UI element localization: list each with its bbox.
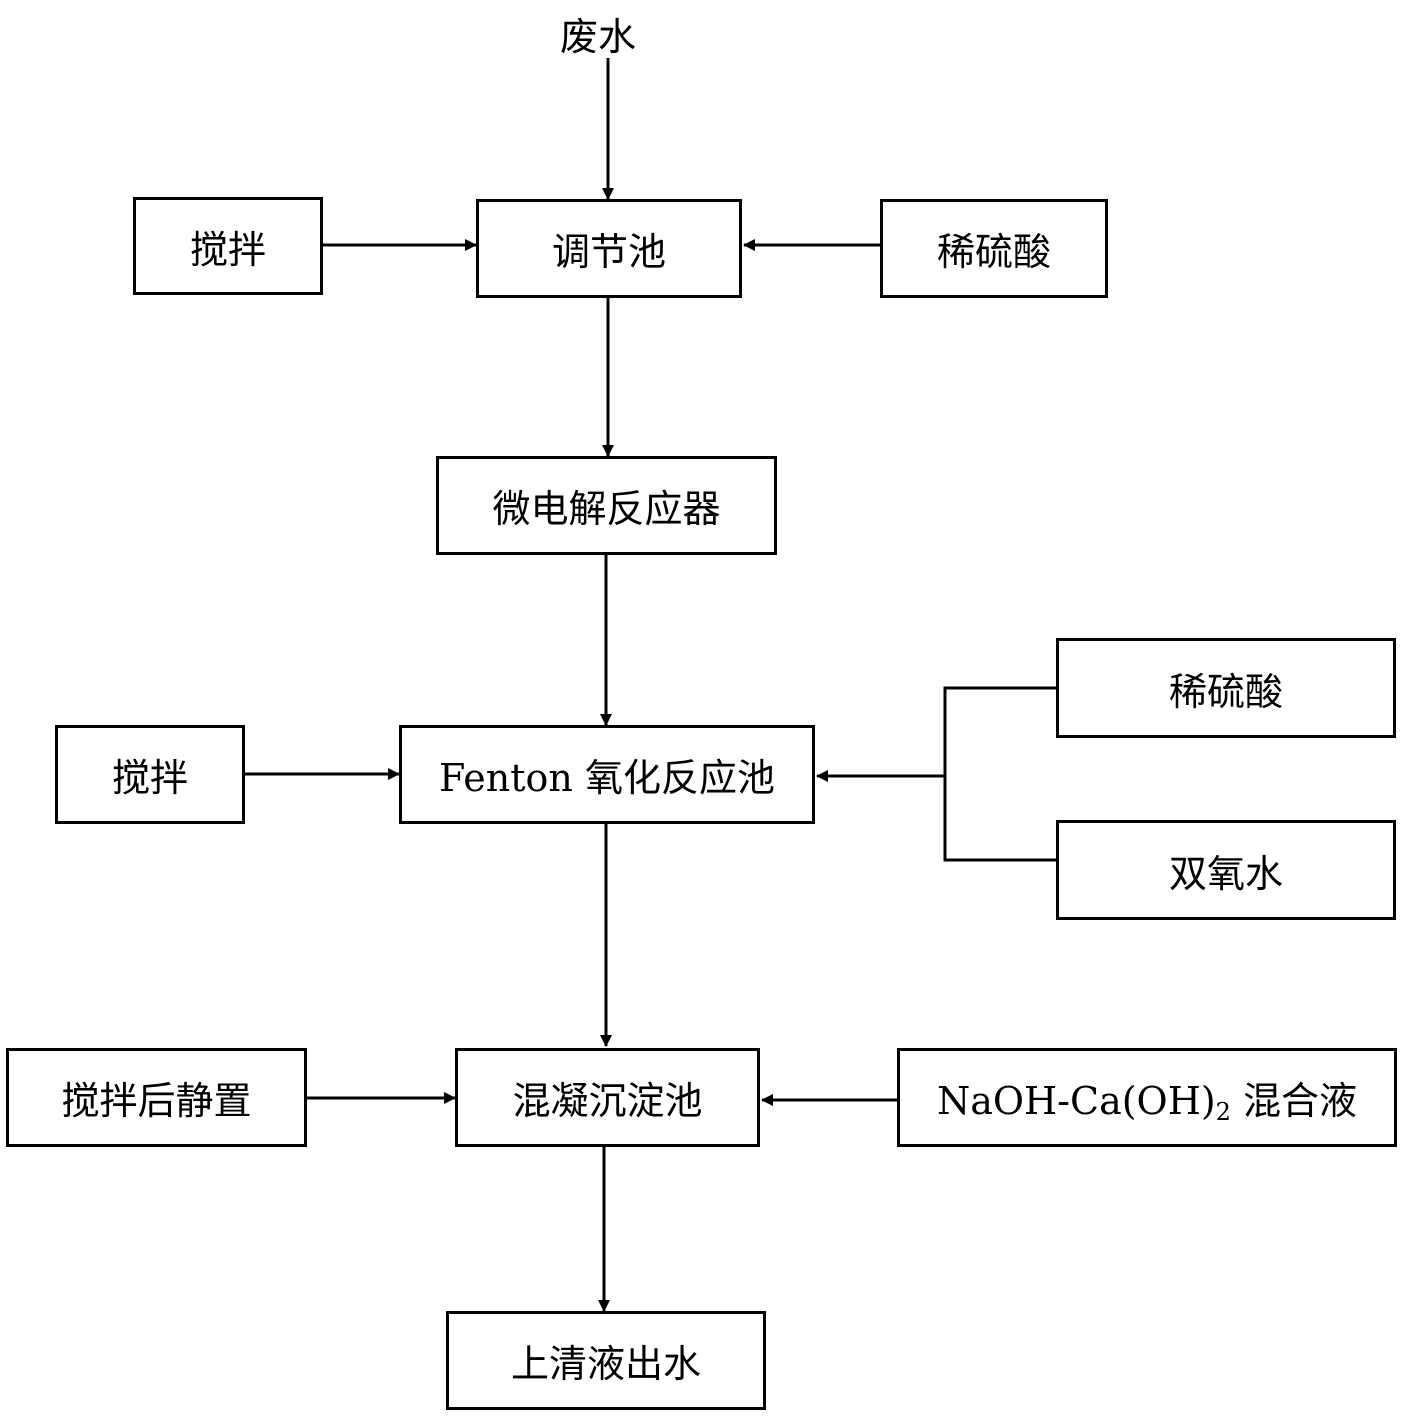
coagulation-tank-label: 混凝沉淀池 [512, 1079, 703, 1123]
coagulation-tank-box: 混凝沉淀池 [455, 1048, 760, 1147]
stir-box-2: 搅拌 [55, 725, 245, 824]
stir-settle-label: 搅拌后静置 [61, 1079, 252, 1123]
supernatant-effluent-box: 上清液出水 [446, 1311, 766, 1410]
micro-electrolysis-box: 微电解反应器 [436, 456, 777, 555]
dilute-acid-box-1: 稀硫酸 [880, 199, 1108, 298]
fenton-tank-box: Fenton 氧化反应池 [399, 725, 815, 824]
dilute-acid-label-2: 稀硫酸 [1168, 669, 1283, 714]
hydrogen-peroxide-box: 双氧水 [1056, 820, 1396, 920]
hydrogen-peroxide-label: 双氧水 [1168, 851, 1283, 896]
bracket-acid2-peroxide [943, 686, 1058, 862]
mixed-solution-box: NaOH-Ca(OH)2 混合液 [897, 1048, 1397, 1147]
stir-box-1: 搅拌 [133, 197, 323, 295]
mixed-solution-subscript: 2 [1215, 1097, 1231, 1126]
mixed-solution-suffix: 混合液 [1230, 1078, 1358, 1123]
wastewater-label: 废水 [560, 15, 637, 59]
mixed-solution-prefix: NaOH-Ca(OH) [936, 1078, 1216, 1123]
micro-electrolysis-label: 微电解反应器 [492, 487, 721, 531]
dilute-acid-label-1: 稀硫酸 [936, 230, 1051, 274]
fenton-tank-label: Fenton 氧化反应池 [439, 756, 775, 800]
stir-label-1: 搅拌 [189, 227, 266, 272]
regulating-tank-label: 调节池 [551, 230, 666, 274]
regulating-tank-box: 调节池 [476, 199, 742, 298]
stir-label-2: 搅拌 [111, 756, 188, 800]
mixed-solution-label: NaOH-Ca(OH)2 混合液 [937, 1070, 1357, 1126]
supernatant-effluent-label: 上清液出水 [510, 1342, 701, 1386]
dilute-acid-box-2: 稀硫酸 [1056, 638, 1396, 738]
stir-settle-box: 搅拌后静置 [6, 1048, 307, 1147]
